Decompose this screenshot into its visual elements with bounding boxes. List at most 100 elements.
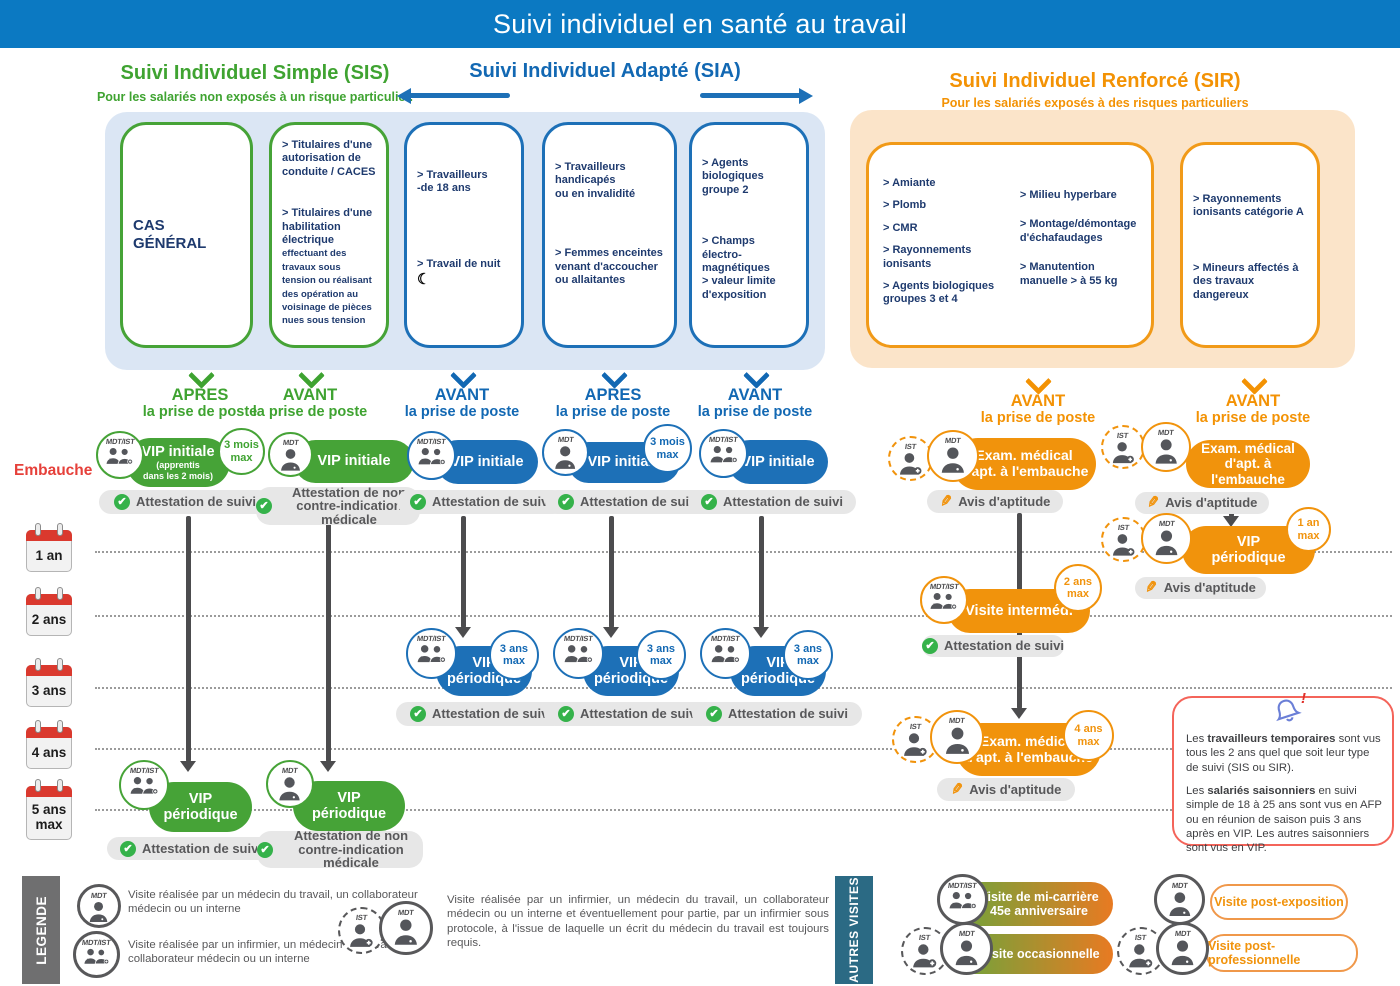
avis-aptitude-pill: Avis d'aptitude xyxy=(1135,577,1266,599)
check-icon xyxy=(256,498,272,514)
timing-word: APRES xyxy=(171,386,229,404)
pill-label: VIP initiale xyxy=(741,453,815,470)
section-subtitle-sis: Pour les salariés non exposés à un risqu… xyxy=(96,90,414,104)
criteria-item: > Travailleurs handicapés ou en invalidi… xyxy=(555,161,636,200)
role-label: MDT/IST xyxy=(710,634,741,643)
check-icon xyxy=(410,494,427,510)
role-label: MDT xyxy=(282,438,299,447)
flow-arrow-col1 xyxy=(186,516,191,762)
criteria-item-detail: effectuant des travaux sous tension ou r… xyxy=(282,248,372,327)
role-circle-mdt-ist: MDT/IST xyxy=(553,628,604,679)
delay-badge: 3 ans max xyxy=(636,630,686,680)
role-circle-mdt-ist: MDT/IST xyxy=(119,760,169,810)
attestation-pill: Attestation de suivi xyxy=(99,490,271,514)
note-box: ! Les travailleurs temporaires sont vus … xyxy=(1172,690,1394,854)
pencil-icon xyxy=(1144,579,1159,596)
flow-arrow-col5 xyxy=(759,516,764,628)
result-label: Attestation de suivi xyxy=(432,494,552,510)
year-line-2ans xyxy=(95,615,1392,617)
criteria-box-sia-3: > Agents biologiques groupe 2 > Champs é… xyxy=(689,122,809,348)
role-label: IST xyxy=(1117,523,1130,532)
vip-initiale-pill: VIP initiale (apprentis dans les 2 mois) xyxy=(126,438,230,487)
embauche-label: Embauche xyxy=(14,462,93,479)
calendar-2ans: 2 ans xyxy=(26,587,72,636)
pencil-icon xyxy=(1146,494,1161,511)
role-circle-ist: IST xyxy=(338,907,385,954)
year-label: 4 ans xyxy=(31,744,67,760)
role-label: MDT xyxy=(557,435,574,444)
cas-general-label: CAS GÉNÉRAL xyxy=(133,216,207,252)
section-title-sis: Suivi Individuel Simple (SIS) xyxy=(120,62,390,84)
col-heading-7: AVANT la prise de poste xyxy=(1168,392,1338,427)
timing-line2: la prise de poste xyxy=(555,404,671,421)
role-circle-ist: IST xyxy=(1101,517,1146,562)
year-line-5ans xyxy=(95,809,1392,811)
check-icon xyxy=(114,494,131,510)
title-bar: Suivi individuel en santé au travail xyxy=(0,0,1400,48)
check-icon xyxy=(922,638,939,654)
criteria-box-cas-general: CAS GÉNÉRAL xyxy=(120,122,253,348)
role-circle-mdt-ist: MDT/IST xyxy=(406,628,457,679)
role-circle-ist: IST xyxy=(1101,425,1145,469)
role-circle-mdt-ist: MDT/IST xyxy=(937,874,988,925)
role-circle-mdt: MDT xyxy=(268,432,313,477)
role-circle-mdt: MDT xyxy=(940,922,993,975)
col-heading-3: AVANT la prise de poste xyxy=(387,386,537,421)
role-label: IST xyxy=(355,913,368,922)
criteria-item: > Rayonnements ionisants xyxy=(883,244,972,270)
result-label: Attestation de suivi xyxy=(136,494,256,510)
check-icon xyxy=(120,840,137,857)
section-title-sir: Suivi Individuel Renforcé (SIR) xyxy=(949,70,1241,92)
result-label: Avis d'aptitude xyxy=(969,781,1062,797)
role-circle-mdt: MDT xyxy=(930,710,984,764)
legend-item-mdt: Visite réalisée par un médecin du travai… xyxy=(128,889,418,916)
result-label: Avis d'aptitude xyxy=(1165,495,1258,511)
role-circle-mdt: MDT xyxy=(1141,513,1192,564)
col-heading-5: AVANT la prise de poste xyxy=(680,386,830,421)
pill-sublabel: (apprentis dans les 2 mois) xyxy=(142,460,214,481)
legend-title-box: LEGENDE xyxy=(22,876,60,984)
autres-visites-title: AUTRES VISITES xyxy=(847,877,861,983)
visite-post-exposition-pill: Visite post-exposition xyxy=(1210,884,1348,920)
vip-initiale-pill: VIP initiale xyxy=(294,440,414,483)
criteria-item: > Champs électro- magnétiques > valeur l… xyxy=(702,235,776,301)
timing-line2: la prise de poste xyxy=(697,404,813,421)
check-icon xyxy=(701,494,718,510)
result-label: Attestation de suivi xyxy=(723,494,843,510)
result-label: Attestation de non contre-indication méd… xyxy=(291,484,407,527)
moon-icon: ☾ xyxy=(417,271,431,289)
sia-span-arrow-left-icon xyxy=(397,88,510,103)
attestation-pill: Attestation de suivi xyxy=(107,837,275,860)
criteria-item: > Montage/démontage d'échafaudages xyxy=(1019,218,1137,244)
role-label: MDT xyxy=(397,908,415,917)
col-heading-1: APRES la prise de poste xyxy=(125,386,275,421)
role-label: IST xyxy=(1116,431,1130,440)
criteria-item: > Titulaires d'une autorisation de condu… xyxy=(282,139,376,178)
role-label: IST xyxy=(1134,933,1148,942)
result-label: Avis d'aptitude xyxy=(1163,580,1256,596)
result-label: Attestation de suivi xyxy=(432,706,552,722)
timing-word: AVANT xyxy=(282,386,338,404)
note-paragraph-2: Les salariés saisonniers en suivi simple… xyxy=(1186,785,1382,855)
delay-badge: 1 an max xyxy=(1286,507,1331,552)
chevron-down-icon xyxy=(1025,368,1052,395)
role-label: MDT/IST xyxy=(81,938,112,947)
calendar-3ans: 3 ans xyxy=(26,658,72,707)
year-line-4ans xyxy=(95,748,1392,750)
calendar-4ans: 4 ans xyxy=(26,720,72,769)
role-circle-mdt: MDT xyxy=(927,430,979,482)
section-title-sia: Suivi Individuel Adapté (SIA) xyxy=(469,60,741,82)
chevron-down-icon xyxy=(1241,368,1268,395)
result-label: Attestation de suivi xyxy=(580,706,700,722)
check-icon xyxy=(558,706,575,722)
attestation-pill: Attestation de suivi xyxy=(396,702,566,726)
year-label: 2 ans xyxy=(31,611,67,627)
role-label: MDT xyxy=(281,766,299,775)
page-title: Suivi individuel en santé au travail xyxy=(493,8,907,39)
delay-badge: 3 mois max xyxy=(218,428,265,475)
calendar-1an: 1 an xyxy=(26,523,72,572)
pencil-icon xyxy=(939,493,954,510)
attestation-pill: Attestation de suivi xyxy=(544,702,714,726)
attestation-non-pill: Attestation de non contre-indication méd… xyxy=(257,829,423,870)
